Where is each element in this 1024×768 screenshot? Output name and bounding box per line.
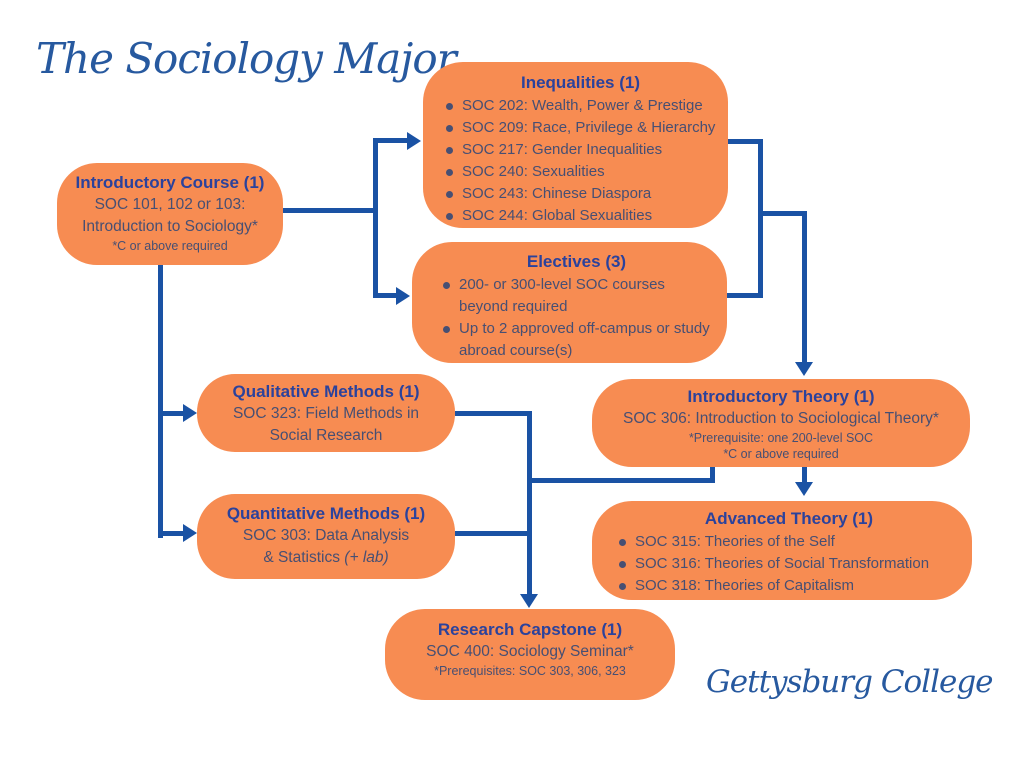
arrowhead-into-introductory-theory <box>795 362 813 376</box>
bullet-item: SOC 209: Race, Privilege & Hierarchy <box>441 117 720 139</box>
connector-capstone-trunk <box>527 411 532 596</box>
course-bullet-list: SOC 315: Theories of the Self SOC 316: T… <box>614 531 964 597</box>
box-note: *C or above required <box>112 239 228 253</box>
box-electives: Electives (3) 200- or 300-level SOC cour… <box>412 242 727 363</box>
box-text-line: Social Research <box>269 427 383 444</box>
connector-branch-to-inequalities <box>376 138 409 143</box>
arrowhead-into-inequalities <box>407 132 421 150</box>
arrowhead-into-qualitative <box>183 404 197 422</box>
connector-quantitative-out <box>455 531 532 536</box>
box-text-line: SOC 306: Introduction to Sociological Th… <box>623 410 939 427</box>
box-text-line: SOC 101, 102 or 103: <box>94 196 246 213</box>
box-introductory-theory: Introductory Theory (1) SOC 306: Introdu… <box>592 379 970 467</box>
box-note: *Prerequisites: SOC 303, 306, 323 <box>434 664 626 678</box>
box-inequalities: Inequalities (1) SOC 202: Wealth, Power … <box>423 62 728 228</box>
connector-branch-vertical <box>373 138 378 298</box>
bullet-item: SOC 240: Sexualities <box>441 161 720 183</box>
bullet-item: 200- or 300-level SOC courses beyond req… <box>438 274 715 318</box>
box-introductory-course: Introductory Course (1) SOC 101, 102 or … <box>57 163 283 265</box>
box-qualitative-methods: Qualitative Methods (1) SOC 323: Field M… <box>197 374 455 452</box>
connector-rail-to-qualitative <box>160 411 183 416</box>
bullet-item: SOC 316: Theories of Social Transformati… <box>614 553 964 575</box>
box-text-line: SOC 323: Field Methods in <box>232 405 420 422</box>
connector-branch-to-electives <box>376 293 398 298</box>
arrowhead-into-advanced-theory <box>795 482 813 496</box>
bullet-item: Up to 2 approved off-campus or study abr… <box>438 318 715 362</box>
box-text-line: Introduction to Sociology* <box>82 218 258 235</box>
box-quantitative-methods: Quantitative Methods (1) SOC 303: Data A… <box>197 494 455 579</box>
box-text-line: & Statistics (+ lab) <box>197 547 455 569</box>
box-title: Introductory Theory (1) <box>687 387 875 406</box>
bullet-item: SOC 202: Wealth, Power & Prestige <box>441 95 720 117</box>
page-title: The Sociology Major <box>36 34 457 83</box>
box-title: Advanced Theory (1) <box>704 509 874 528</box>
box-title: Quantitative Methods (1) <box>226 504 426 523</box>
box-text-line: SOC 400: Sociology Seminar* <box>426 643 634 660</box>
connector-down-to-theory <box>802 211 807 362</box>
bullet-item: SOC 244: Global Sexualities <box>441 205 720 227</box>
box-title: Inequalities (1) <box>520 73 641 92</box>
connector-rail-to-quantitative <box>160 531 183 536</box>
connector-electives-out <box>727 293 758 298</box>
course-bullet-list: SOC 202: Wealth, Power & Prestige SOC 20… <box>441 95 720 227</box>
box-title: Research Capstone (1) <box>437 620 623 639</box>
box-text-italic-segment: (+ lab) <box>344 549 389 566</box>
bullet-item: SOC 217: Gender Inequalities <box>441 139 720 161</box>
box-text-line: SOC 303: Data Analysis <box>242 527 410 544</box>
connector-qualitative-out <box>455 411 532 416</box>
box-title: Qualitative Methods (1) <box>232 382 420 401</box>
connector-intro-down-rail <box>158 265 163 538</box>
bullet-item: SOC 243: Chinese Diaspora <box>441 183 720 205</box>
box-research-capstone: Research Capstone (1) SOC 400: Sociology… <box>385 609 675 700</box>
box-title: Introductory Course (1) <box>75 173 265 192</box>
box-text-segment: & Statistics <box>263 549 345 566</box>
connector-theory-bottom-stub <box>710 467 715 483</box>
connector-theory-to-advanced <box>802 467 807 483</box>
connector-theory-to-trunk <box>527 478 715 483</box>
connector-intro-to-branch <box>283 208 375 213</box>
box-advanced-theory: Advanced Theory (1) SOC 315: Theories of… <box>592 501 972 600</box>
connector-right-rail-vertical <box>758 139 763 298</box>
bullet-item: SOC 318: Theories of Capitalism <box>614 575 964 597</box>
connector-inequalities-out <box>728 139 763 144</box>
bullet-item: SOC 315: Theories of the Self <box>614 531 964 553</box>
box-title: Electives (3) <box>526 252 627 271</box>
box-note: *C or above required <box>723 447 839 461</box>
arrowhead-into-research-capstone <box>520 594 538 608</box>
course-bullet-list: 200- or 300-level SOC courses beyond req… <box>438 274 715 362</box>
box-note: *Prerequisite: one 200-level SOC <box>688 431 874 445</box>
arrowhead-into-electives <box>396 287 410 305</box>
arrowhead-into-quantitative <box>183 524 197 542</box>
connector-rail-to-theory <box>758 211 807 216</box>
college-signature: Gettysburg College <box>706 664 994 700</box>
